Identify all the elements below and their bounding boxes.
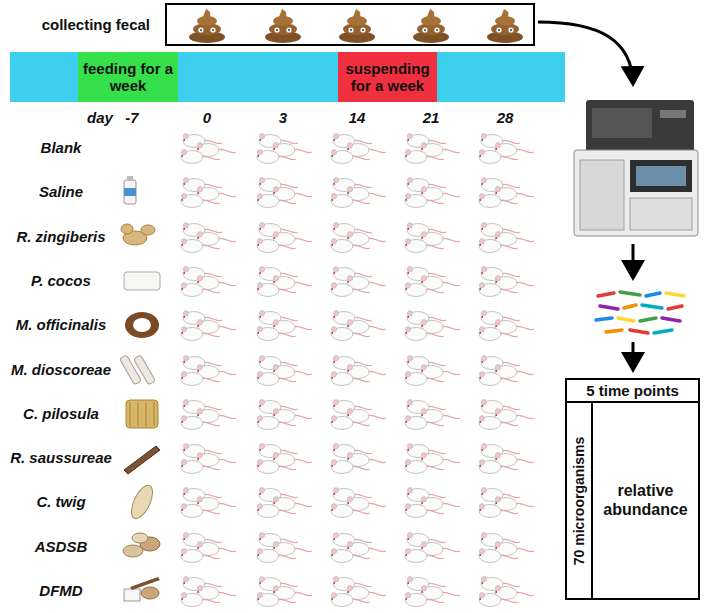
mouse-icon (331, 311, 386, 341)
day-tick: -7 (117, 108, 147, 128)
box-text: feeding for a week (81, 60, 175, 95)
group-name: Blank (2, 138, 120, 158)
mouse-icon (181, 267, 236, 297)
mouse-icon (181, 488, 236, 518)
mouse-icon (257, 311, 312, 341)
mouse-icon (257, 223, 312, 253)
mouse-icon (257, 356, 312, 386)
mouse-icon (257, 577, 312, 607)
mouse-icon (479, 577, 534, 607)
mouse-icon (257, 267, 312, 297)
mouse-icon (181, 134, 236, 164)
fecal-icons (189, 9, 523, 43)
fecal-box: collecting fecal (165, 3, 535, 46)
mouse-icon (181, 577, 236, 607)
mouse-icon (331, 400, 386, 430)
herb-icons (120, 176, 160, 601)
mouse-icon (479, 267, 534, 297)
day-tick: 0 (192, 108, 222, 128)
group-name: R. saussureae (2, 448, 120, 468)
mouse-icon (331, 577, 386, 607)
mouse-icon (479, 444, 534, 474)
day-tick: 21 (416, 108, 446, 128)
mouse-icon (257, 488, 312, 518)
flow-arrow (632, 244, 635, 278)
day-tick: 14 (342, 108, 372, 128)
mouse-icon (181, 400, 236, 430)
box-text: suspending for a week (341, 60, 434, 95)
mouse-icon (181, 178, 236, 208)
mouse-icon (181, 356, 236, 386)
phase-box: feeding for a week (78, 52, 178, 102)
mouse-icon (479, 223, 534, 253)
mouse-icon (331, 488, 386, 518)
group-name: P. cocos (2, 271, 120, 291)
mouse-icon (479, 311, 534, 341)
group-name: Saline (2, 182, 120, 202)
flow-arrow (632, 342, 635, 370)
sequencer-illustration (574, 100, 698, 236)
group-name: M. officinalis (2, 315, 120, 335)
mouse-icon (479, 533, 534, 563)
mouse-icon (257, 178, 312, 208)
group-name: M. dioscoreae (2, 360, 120, 380)
group-name: C. twig (2, 492, 120, 512)
mouse-icon (331, 533, 386, 563)
dna-fragments (596, 292, 684, 333)
box-text: 5 time points (586, 382, 679, 399)
group-name: DFMD (2, 581, 120, 601)
phase-box: suspending for a week (338, 52, 437, 102)
box-heading: collecting fecal (42, 16, 150, 33)
mouse-icon (181, 533, 236, 563)
group-name: ASDSB (2, 537, 120, 557)
mouse-icon (181, 223, 236, 253)
mouse-icon (405, 400, 460, 430)
mouse-icon (405, 134, 460, 164)
mouse-icon (331, 444, 386, 474)
mouse-icon (479, 134, 534, 164)
table-header-cell: 5 time points (565, 378, 700, 403)
box-text: 70 microorganisms (571, 436, 587, 564)
mouse-icon (405, 577, 460, 607)
mouse-icon (181, 444, 236, 474)
table-value-cell: relative abundance (591, 401, 700, 600)
mouse-icon (479, 400, 534, 430)
mouse-icon (479, 356, 534, 386)
mouse-icon (331, 134, 386, 164)
mouse-groups (181, 134, 534, 607)
mouse-icon (405, 311, 460, 341)
flow-arrow (538, 22, 633, 84)
mouse-icon (405, 356, 460, 386)
day-tick: 28 (490, 108, 520, 128)
mouse-icon (405, 488, 460, 518)
mouse-icon (405, 267, 460, 297)
mouse-icon (257, 444, 312, 474)
day-tick: 3 (268, 108, 298, 128)
mouse-icon (479, 488, 534, 518)
mouse-icon (181, 311, 236, 341)
mouse-icon (405, 444, 460, 474)
mouse-icon (479, 178, 534, 208)
mouse-icon (257, 533, 312, 563)
mouse-icon (331, 178, 386, 208)
mouse-icon (257, 400, 312, 430)
group-name: R. zingiberis (2, 227, 120, 247)
axis-title: day (80, 108, 120, 128)
mouse-icon (405, 178, 460, 208)
mouse-icon (405, 223, 460, 253)
box-text: relative abundance (597, 482, 694, 519)
timeline-band (10, 52, 565, 102)
group-name: C. pilosula (2, 404, 120, 424)
table-row-cell: 70 microorganisms (565, 401, 593, 600)
mouse-icon (331, 356, 386, 386)
mouse-icon (257, 134, 312, 164)
mouse-icon (405, 533, 460, 563)
mouse-icon (331, 267, 386, 297)
mouse-icon (331, 223, 386, 253)
